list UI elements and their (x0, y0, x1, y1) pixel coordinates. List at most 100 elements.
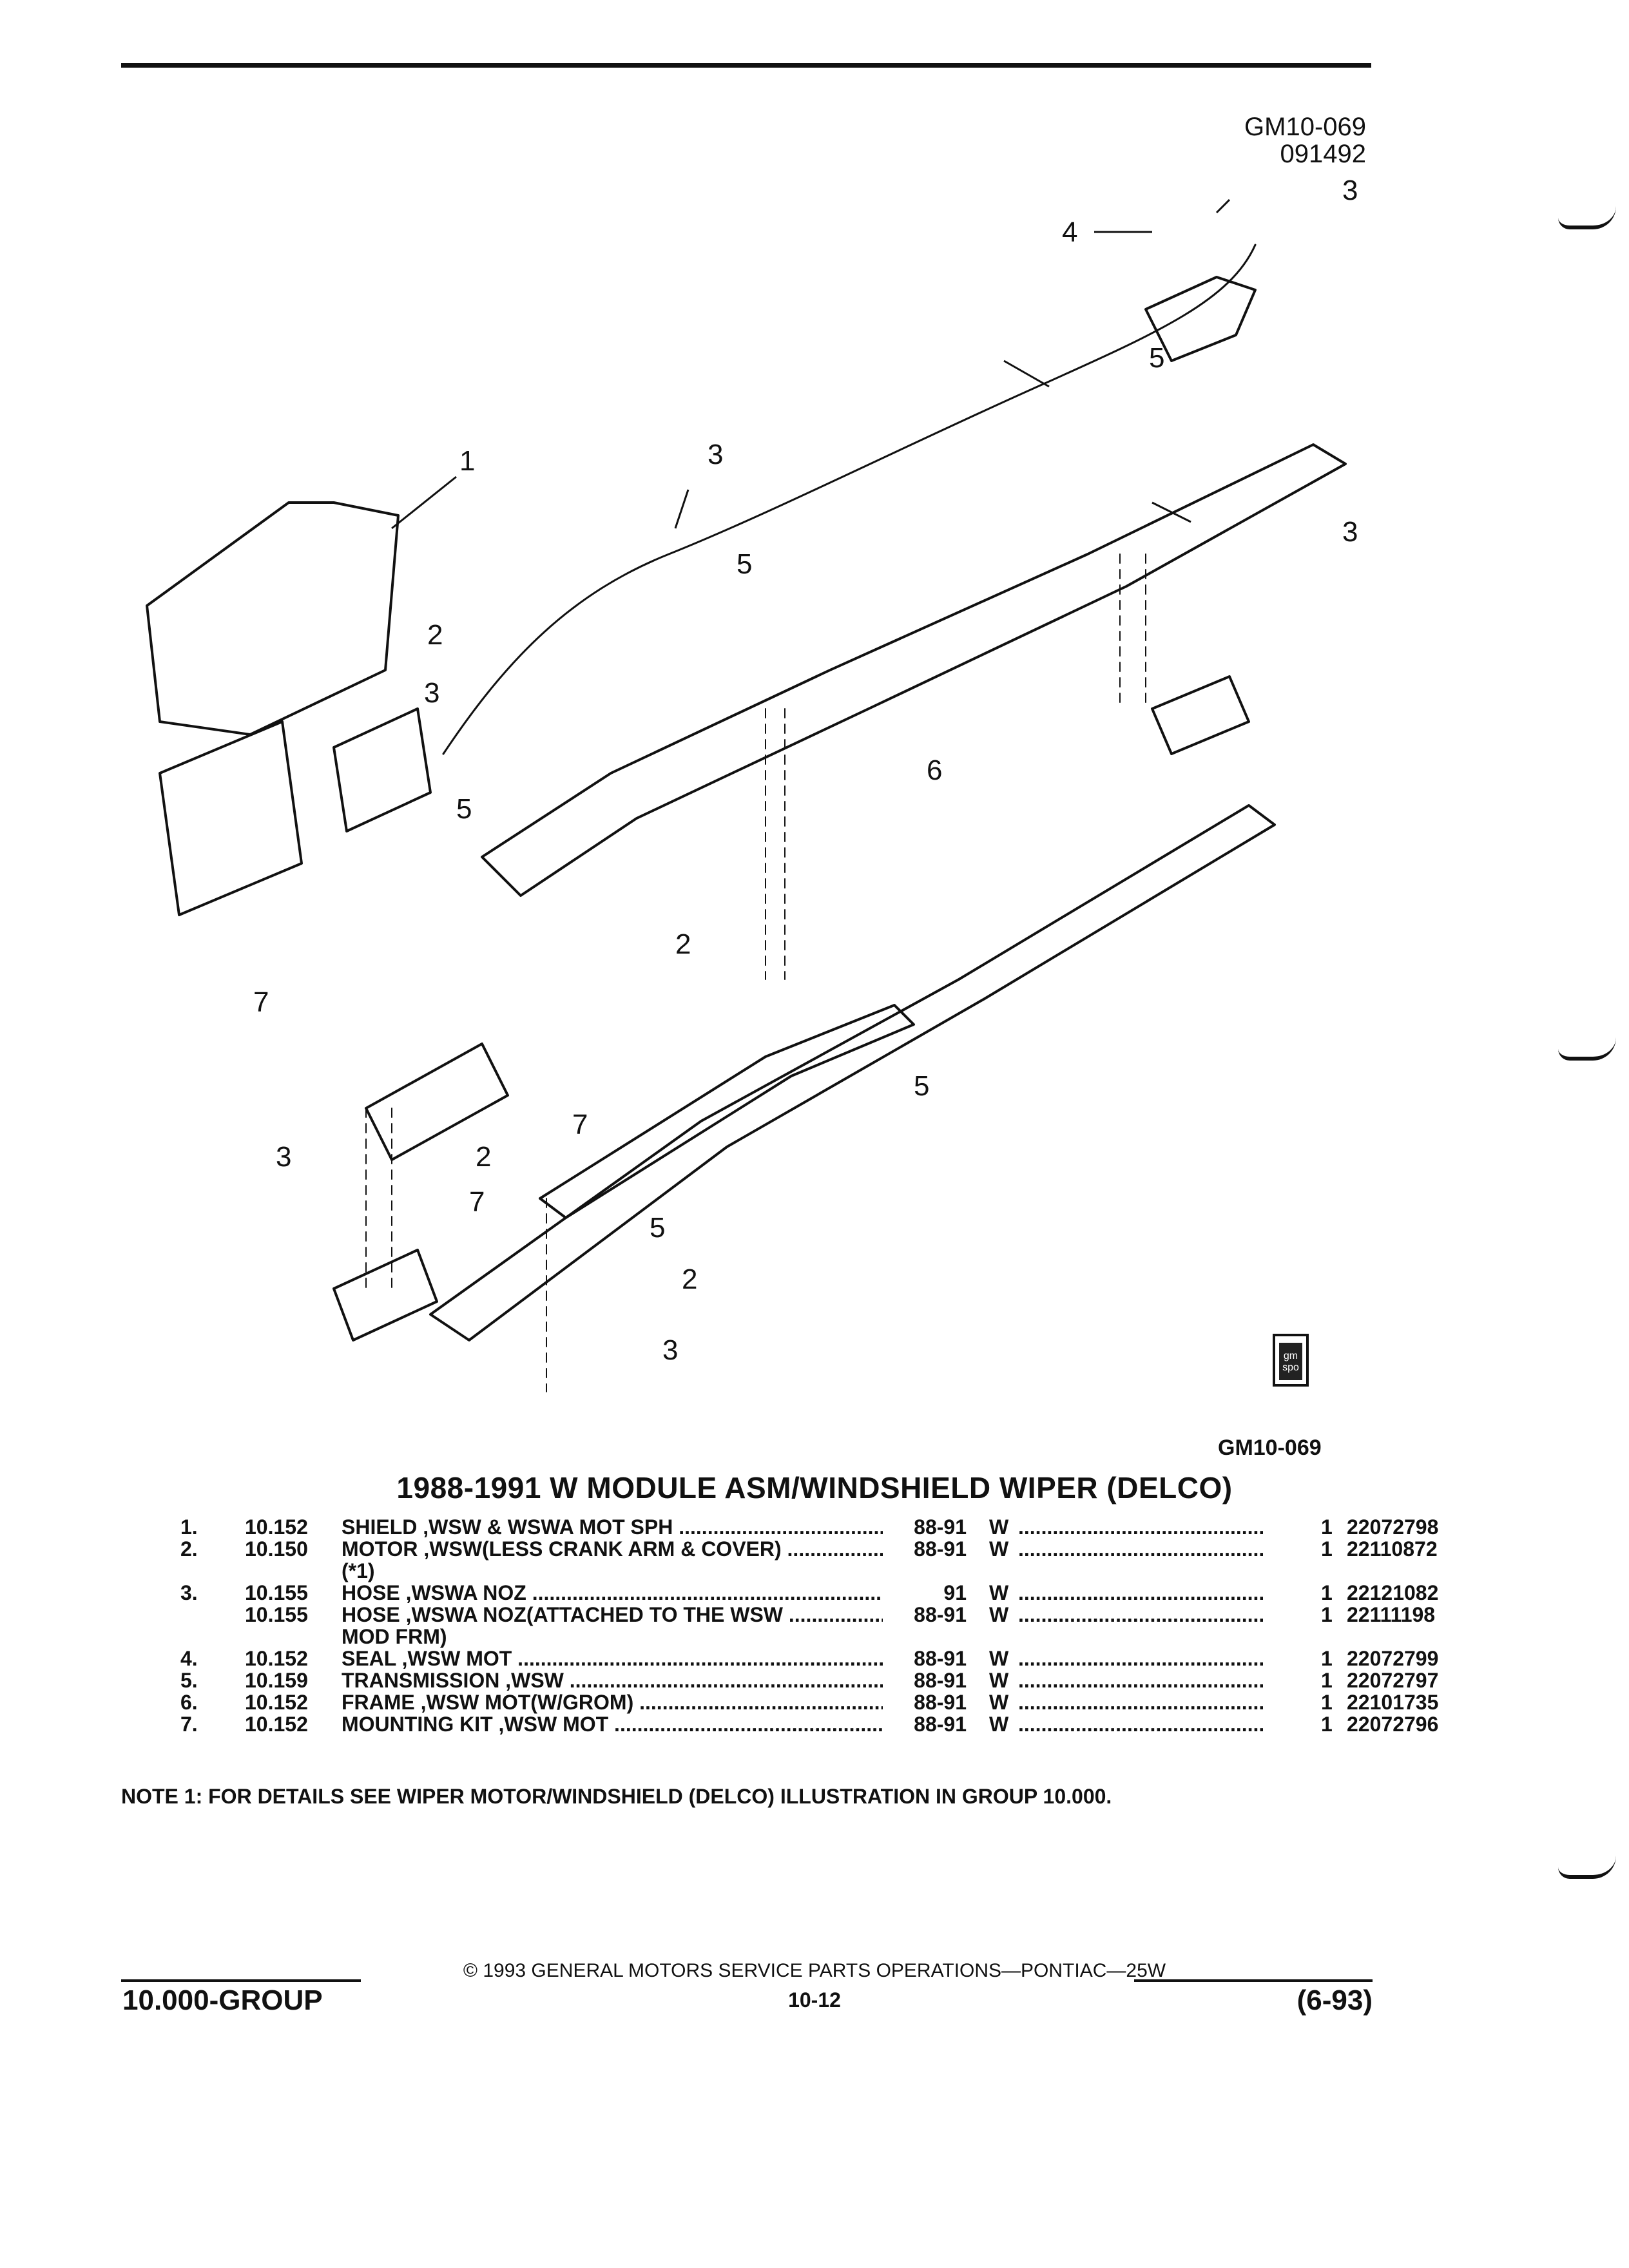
part-number: 6. (180, 1691, 198, 1714)
part-number: 5. (180, 1669, 198, 1692)
binding-mark (1558, 1037, 1616, 1061)
leader-dots (1018, 1581, 1263, 1605)
part-description: FRAME ,WSW MOT(W/GROM) (342, 1691, 883, 1715)
part-number: 4. (180, 1647, 198, 1670)
gm-spo-logo: gm spo (1273, 1334, 1309, 1387)
part-pn: 22121082 (1347, 1581, 1439, 1604)
figure-code: GM10-069 (1244, 113, 1366, 141)
copyright: © 1993 GENERAL MOTORS SERVICE PARTS OPER… (463, 1960, 1166, 1981)
figure-date-code: 091492 (1280, 140, 1366, 168)
leader-dots (1018, 1691, 1263, 1715)
callout-2: 2 (476, 1141, 491, 1173)
callout-4: 4 (1062, 216, 1077, 248)
part-group: 10.152 (245, 1647, 308, 1670)
part-qty: 1 (1321, 1603, 1333, 1626)
callout-7: 7 (253, 986, 269, 1018)
part-description: HOSE ,WSWA NOZ (342, 1581, 883, 1605)
part-qty: 1 (1321, 1581, 1333, 1604)
part-body: W (989, 1713, 1009, 1736)
callout-5: 3 (662, 1334, 678, 1366)
part-row-6: 6. 10.152 FRAME ,WSW MOT(W/GROM) 88-91 W… (161, 1691, 1438, 1715)
part-group: 10.152 (245, 1713, 308, 1736)
figure-code-header: GM10-069 091492 (1224, 113, 1366, 168)
part-body: W (989, 1691, 1009, 1714)
part-years: 91 (943, 1581, 967, 1604)
callout-3: 3 (1342, 175, 1358, 206)
bracket-lower (333, 1249, 438, 1341)
callout-2: 2 (427, 619, 443, 651)
parts-list: 1. 10.152 SHIELD ,WSW & WSWA MOT SPH 88-… (161, 1515, 1438, 1736)
part-group: 10.150 (245, 1537, 308, 1561)
part-number: 3. (180, 1581, 198, 1604)
revision-date: (6-93) (1296, 1984, 1373, 2016)
part-description-cont: (*1) (342, 1559, 375, 1582)
part-pn: 22072797 (1347, 1669, 1439, 1692)
bracket-right (1151, 675, 1250, 755)
part-row-7: 7. 10.152 MOUNTING KIT ,WSW MOT 88-91 W … (161, 1713, 1438, 1736)
part-description: MOUNTING KIT ,WSW MOT (342, 1713, 883, 1736)
part-description: SEAL ,WSW MOT (342, 1647, 883, 1671)
part-number: 7. (180, 1713, 198, 1736)
frame-upper-rail (481, 443, 1347, 897)
part-pn: 22111198 (1347, 1603, 1436, 1626)
motor-body (333, 707, 432, 832)
part-years: 88-91 (914, 1647, 967, 1670)
part-group: 10.159 (245, 1669, 308, 1692)
part-number: 2. (180, 1537, 198, 1561)
part-years: 88-91 (914, 1603, 967, 1626)
binding-mark (1558, 206, 1616, 229)
shield (146, 501, 400, 736)
part-group: 10.155 (245, 1603, 308, 1626)
callout-5: 5 (456, 793, 472, 825)
part-pn: 22101735 (1347, 1691, 1439, 1714)
part-body: W (989, 1515, 1009, 1539)
group-label: 10.000-GROUP (122, 1984, 323, 2016)
part-row-5: 5. 10.159 TRANSMISSION ,WSW 88-91 W 1 22… (161, 1669, 1438, 1693)
footer-rule-right (1134, 1979, 1373, 1982)
part-description: SHIELD ,WSW & WSWA MOT SPH (342, 1515, 883, 1539)
part-years: 88-91 (914, 1669, 967, 1692)
binding-mark (1558, 1856, 1616, 1879)
callout-6: 6 (927, 754, 942, 786)
callout-7: 7 (469, 1186, 485, 1218)
leader-dots (1018, 1669, 1263, 1693)
callout-5: 5 (737, 548, 752, 580)
part-pn: 22072796 (1347, 1713, 1439, 1736)
part-row-4: 4. 10.152 SEAL ,WSW MOT 88-91 W 1 220727… (161, 1647, 1438, 1671)
part-description-cont: MOD FRM) (342, 1625, 447, 1648)
part-years: 88-91 (914, 1691, 967, 1714)
part-group: 10.152 (245, 1691, 308, 1714)
washer-hose (442, 244, 1257, 755)
callout-2: 2 (682, 1264, 697, 1295)
part-pn: 22072798 (1347, 1515, 1439, 1539)
part-row-3: 3. 10.155 HOSE ,WSWA NOZ 91 W 1 22121082 (161, 1581, 1438, 1605)
transmission-rail-lower (539, 1004, 915, 1219)
leader-dots (1018, 1537, 1263, 1561)
part-description: TRANSMISSION ,WSW (342, 1669, 883, 1693)
part-row-1: 1. 10.152 SHIELD ,WSW & WSWA MOT SPH 88-… (161, 1515, 1438, 1539)
leader-dots (1018, 1647, 1263, 1671)
page-number: 10-12 (788, 1988, 841, 2012)
part-group: 10.152 (245, 1515, 308, 1539)
transmission-rail (429, 804, 1276, 1341)
part-pn: 22110872 (1347, 1537, 1438, 1561)
part-number: 1. (180, 1515, 198, 1539)
leader-dots (1018, 1713, 1263, 1736)
footnote: NOTE 1: FOR DETAILS SEE WIPER MOTOR/WIND… (121, 1785, 1112, 1808)
part-body: W (989, 1581, 1009, 1604)
part-years: 88-91 (914, 1537, 967, 1561)
motor-cover (159, 720, 303, 916)
part-qty: 1 (1321, 1537, 1333, 1561)
callout-3: 3 (708, 439, 723, 470)
callout-5: 5 (1149, 342, 1164, 374)
part-qty: 1 (1321, 1669, 1333, 1692)
footer-rule-left (121, 1979, 361, 1982)
callout-5: 5 (914, 1070, 929, 1102)
callout-3: 3 (1342, 516, 1358, 548)
top-rule (121, 63, 1371, 68)
part-description: HOSE ,WSWA NOZ(ATTACHED TO THE WSW (342, 1603, 883, 1627)
part-row-3b: 10.155 HOSE ,WSWA NOZ(ATTACHED TO THE WS… (161, 1603, 1435, 1648)
part-description: MOTOR ,WSW(LESS CRANK ARM & COVER) (342, 1537, 883, 1561)
leader-dots (1018, 1515, 1263, 1539)
part-years: 88-91 (914, 1515, 967, 1539)
